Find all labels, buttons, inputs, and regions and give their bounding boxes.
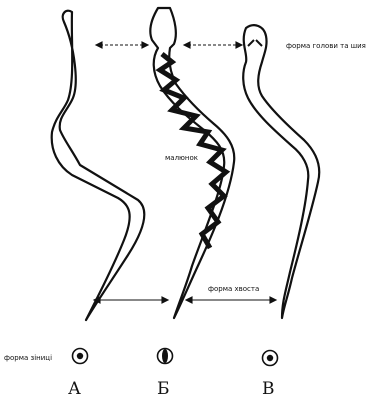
snake-c-letter: В — [262, 379, 275, 399]
snake-a-letter: А — [68, 379, 81, 399]
zigzag-pattern — [160, 54, 226, 248]
pupil-shape-label: форма зіниці — [4, 354, 52, 362]
snake-b-letter: Б — [157, 379, 170, 399]
pupil-a-round — [73, 349, 88, 364]
pupil-c-round — [263, 351, 278, 366]
snake-a-body — [52, 11, 145, 320]
tail-shape-label: форма хвоста — [208, 285, 259, 293]
pupil-b-slit — [158, 349, 173, 364]
snake-c-body — [243, 25, 319, 318]
pattern-label: малюнок — [165, 154, 198, 162]
tail-shape-arrows — [94, 297, 276, 303]
head-shape-label: форма голови та шия — [286, 42, 366, 50]
